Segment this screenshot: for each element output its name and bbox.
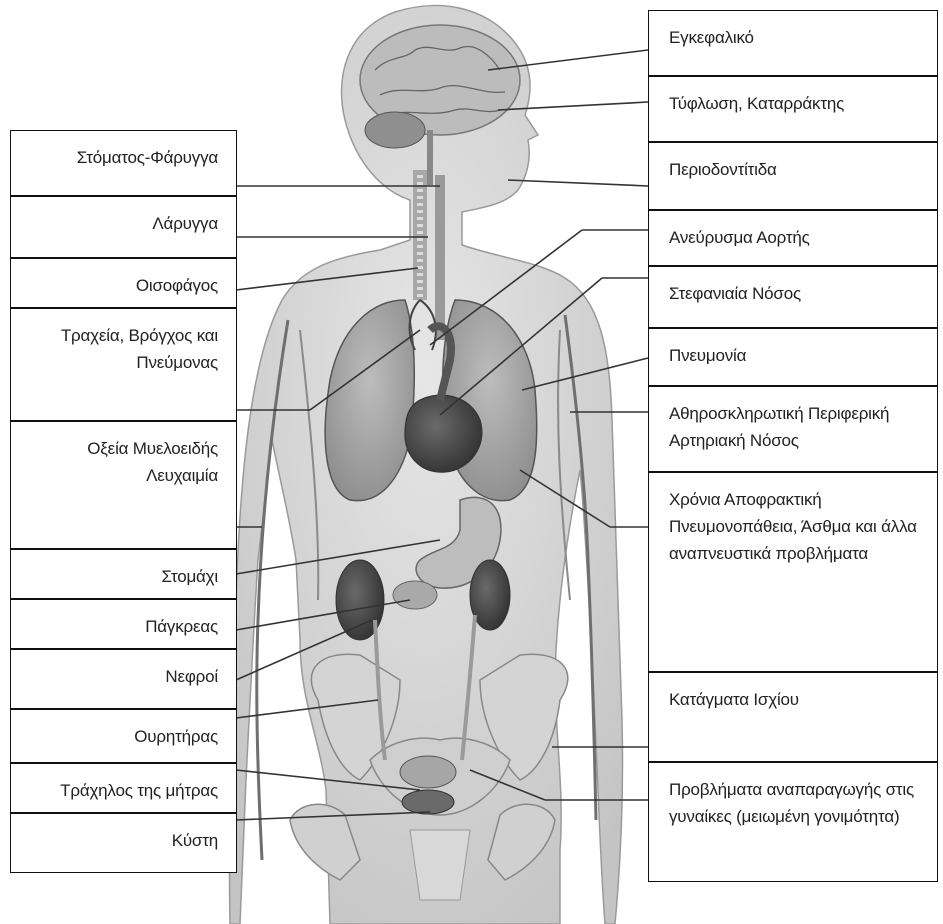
label-text: Πνευμονία xyxy=(669,342,929,369)
label-box-katagmata: Κατάγματα Ισχίου xyxy=(648,672,938,762)
label-text: Οισοφάγος xyxy=(19,272,218,299)
label-text: Περιοδοντίτιδα xyxy=(669,156,929,183)
label-text: Εγκεφαλικό xyxy=(669,24,929,51)
label-box-pagkreas: Πάγκρεας xyxy=(10,599,237,649)
label-box-nefroi: Νεφροί xyxy=(10,649,237,709)
label-box-kysti: Κύστη xyxy=(10,813,237,873)
label-text: Χρόνια Αποφρακτική Πνευμονοπάθεια, Άσθμα… xyxy=(669,486,929,567)
label-text: Στεφανιαία Νόσος xyxy=(669,280,929,307)
label-box-leuchaimia: Οξεία Μυελοειδής Λευχαιμία xyxy=(10,421,237,549)
label-box-stomatos-faryngga: Στόματος-Φάρυγγα xyxy=(10,130,237,196)
label-box-provlimata: Προβλήματα αναπαραγωγής στις γυναίκες (μ… xyxy=(648,762,938,882)
label-text: Στόματος-Φάρυγγα xyxy=(19,144,218,171)
label-text: Οξεία Μυελοειδής Λευχαιμία xyxy=(19,435,218,489)
label-box-egkefaliko: Εγκεφαλικό xyxy=(648,10,938,76)
label-box-ourhthras: Ουρητήρας xyxy=(10,709,237,763)
label-text: Λάρυγγα xyxy=(19,210,218,237)
label-text: Τραχεία, Βρόγχος και Πνεύμονας xyxy=(19,322,218,376)
label-box-tyflosi: Τύφλωση, Καταρράκτης xyxy=(648,76,938,142)
label-text: Προβλήματα αναπαραγωγής στις γυναίκες (μ… xyxy=(669,776,929,830)
label-text: Ανεύρυσμα Αορτής xyxy=(669,224,929,251)
label-text: Τύφλωση, Καταρράκτης xyxy=(669,90,929,117)
label-box-stomachi: Στομάχι xyxy=(10,549,237,599)
label-box-larygga: Λάρυγγα xyxy=(10,196,237,258)
label-box-tracheia: Τραχεία, Βρόγχος και Πνεύμονας xyxy=(10,308,237,421)
label-box-stefaniaia: Στεφανιαία Νόσος xyxy=(648,266,938,328)
label-text: Τράχηλος της μήτρας xyxy=(19,777,218,804)
label-box-chronia: Χρόνια Αποφρακτική Πνευμονοπάθεια, Άσθμα… xyxy=(648,472,938,672)
label-box-pneumonia: Πνευμονία xyxy=(648,328,938,386)
label-text: Αθηροσκληρωτική Περιφερική Αρτηριακή Νόσ… xyxy=(669,400,929,454)
label-box-oisofagos: Οισοφάγος xyxy=(10,258,237,308)
label-text: Νεφροί xyxy=(19,663,218,690)
label-text: Πάγκρεας xyxy=(19,613,218,640)
label-text: Ουρητήρας xyxy=(19,723,218,750)
label-text: Κατάγματα Ισχίου xyxy=(669,686,929,713)
label-text: Στομάχι xyxy=(19,563,218,590)
label-box-trachilos: Τράχηλος της μήτρας xyxy=(10,763,237,813)
label-box-periodontitida: Περιοδοντίτιδα xyxy=(648,142,938,210)
label-box-athiroskliro: Αθηροσκληρωτική Περιφερική Αρτηριακή Νόσ… xyxy=(648,386,938,472)
label-text: Κύστη xyxy=(19,827,218,854)
label-box-aneurysma: Ανεύρυσμα Αορτής xyxy=(648,210,938,266)
